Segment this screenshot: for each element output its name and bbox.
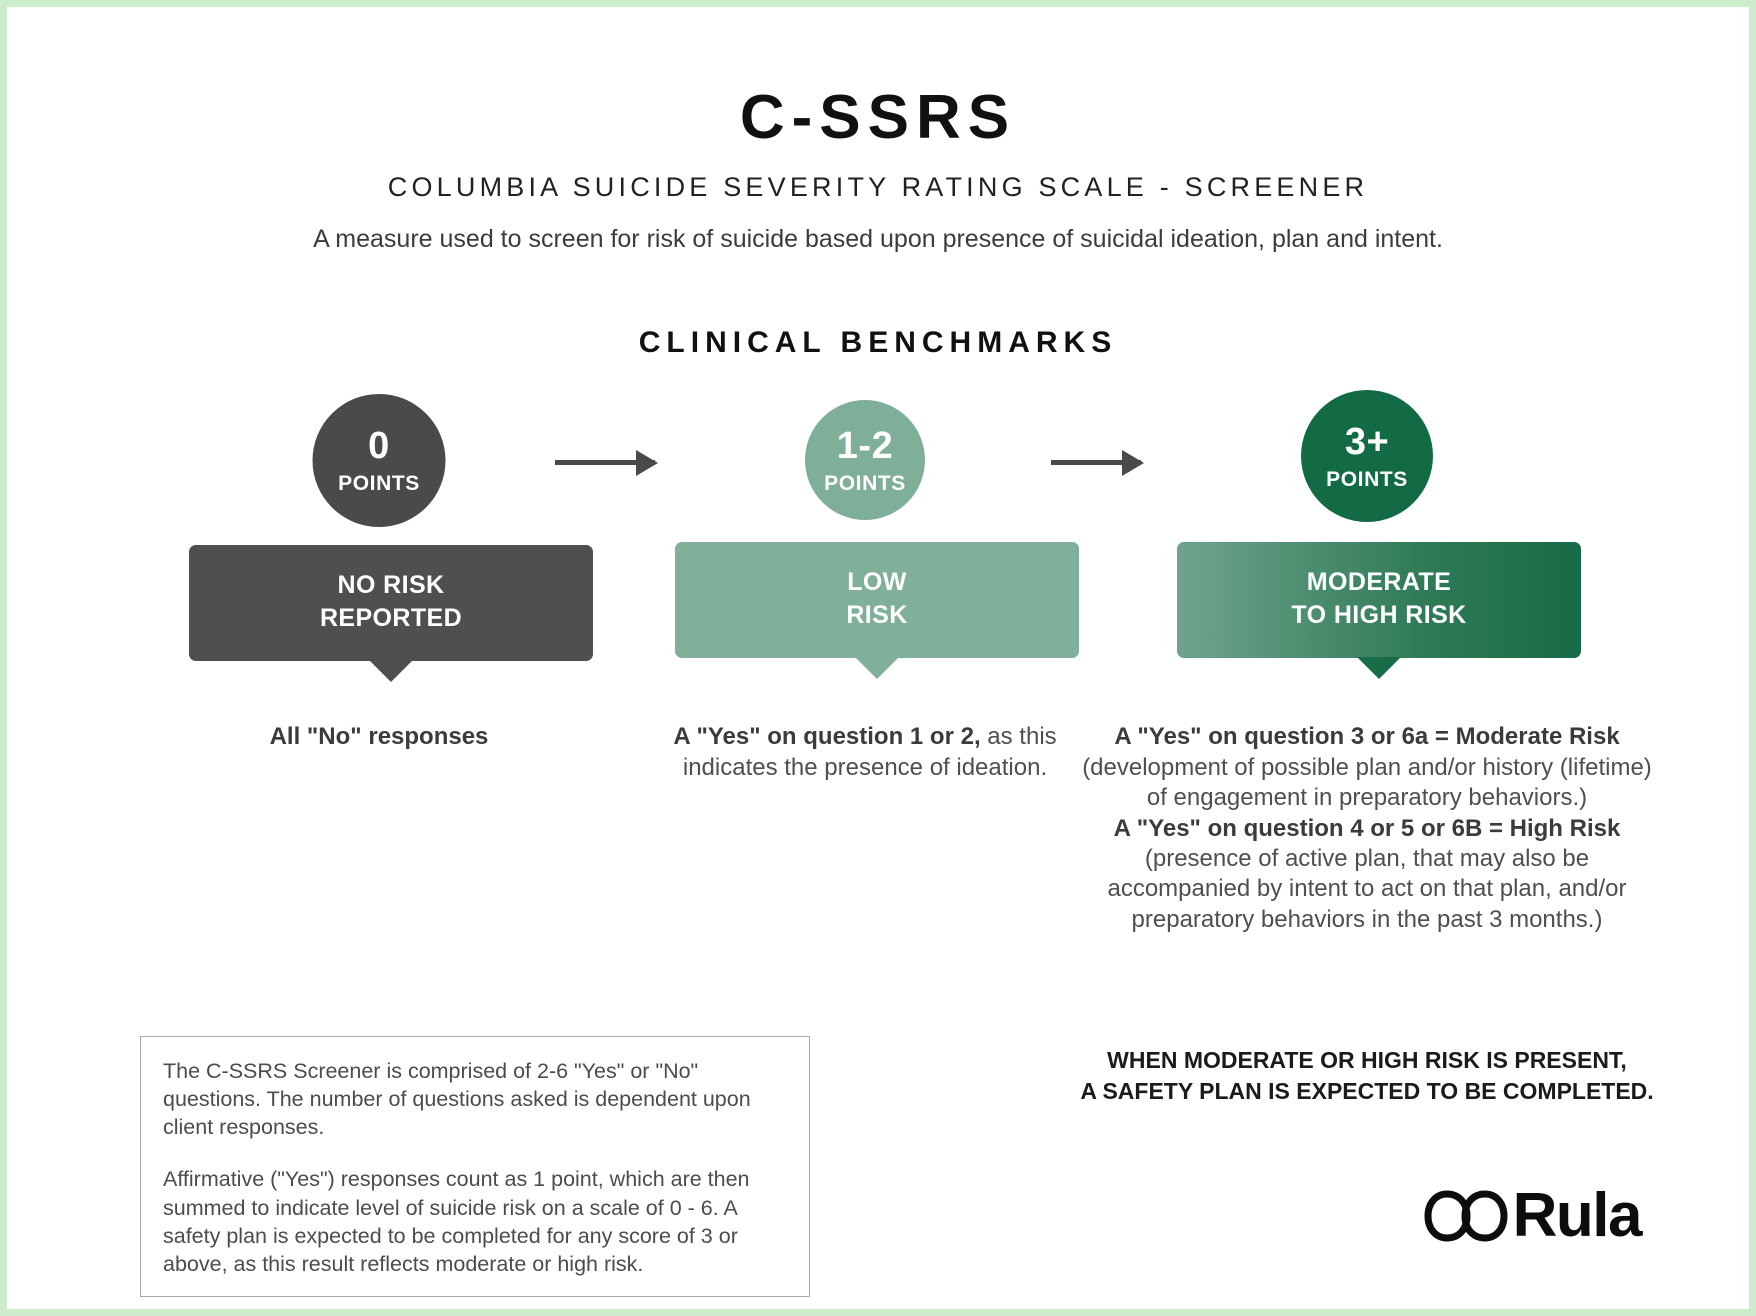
caption-bold-text: All "No" responses — [269, 723, 489, 751]
risk-banner-line-2: RISK — [846, 601, 908, 630]
risk-banner-line-1: MODERATE — [1306, 568, 1452, 597]
points-badge-1: 1-2 POINTS — [805, 400, 925, 521]
info-paragraph-2: Affirmative ("Yes") responses count as 1… — [163, 1167, 750, 1276]
page-title: C-SSRS — [739, 83, 1017, 152]
caption-light-text: as this indicates the presence of ideati… — [682, 723, 1057, 781]
points-value: 0 — [368, 425, 390, 468]
rula-logo-text: Rula — [1512, 1181, 1643, 1250]
caption-bold-text: A "Yes" on question 3 or 6a = Moderate R… — [1114, 723, 1620, 751]
risk-banner-line-1: NO RISK — [337, 571, 445, 600]
banner-tail-icon — [1357, 657, 1401, 680]
captions-row: All "No" responses A "Yes" on question 1… — [7, 722, 1749, 1082]
page-tagline: A measure used to screen for risk of sui… — [313, 225, 1443, 254]
risk-banner-low-risk: LOW RISK — [675, 542, 1079, 680]
benchmarks-row: 0 POINTS 1-2 POINTS 3+ POINTS — [7, 384, 1749, 684]
page-subtitle: COLUMBIA SUICIDE SEVERITY RATING SCALE -… — [387, 172, 1369, 203]
header: C-SSRS COLUMBIA SUICIDE SEVERITY RATING … — [7, 7, 1749, 254]
rula-logo: Rula — [1423, 1181, 1643, 1250]
points-label: POINTS — [1326, 467, 1408, 491]
rula-infinity-icon — [1424, 1190, 1508, 1242]
caption-bold-text-2: A "Yes" on question 4 or 5 or 6B = High … — [1113, 814, 1621, 842]
points-value: 1-2 — [836, 424, 894, 467]
safety-plan-note-line-1: WHEN MODERATE OR HIGH RISK IS PRESENT, — [1107, 1047, 1627, 1073]
caption-no-risk: All "No" responses — [189, 722, 569, 752]
info-box: The C-SSRS Screener is comprised of 2-6 … — [140, 1036, 810, 1298]
points-badge-2: 3+ POINTS — [1301, 390, 1433, 523]
section-heading: CLINICAL BENCHMARKS — [638, 326, 1118, 360]
risk-banner-line-1: LOW — [847, 568, 907, 597]
risk-banner-moderate-high-risk: MODERATE TO HIGH RISK — [1177, 542, 1581, 680]
banner-tail-icon — [855, 657, 899, 680]
benchmark-column-low-risk: 1-2 POINTS — [675, 384, 1055, 529]
points-label: POINTS — [338, 472, 420, 496]
points-badge-0: 0 POINTS — [312, 394, 446, 528]
risk-banner-no-risk: NO RISK REPORTED — [189, 545, 593, 683]
banner-tail-icon — [369, 660, 413, 683]
risk-banner-line-2: TO HIGH RISK — [1291, 601, 1467, 630]
points-label: POINTS — [824, 471, 906, 495]
caption-light-text-2: (presence of active plan, that may also … — [1107, 844, 1627, 933]
benchmark-column-high-risk: 3+ POINTS — [1177, 384, 1557, 529]
circle-row-low-risk: 1-2 POINTS — [675, 384, 1055, 529]
caption-light-text: (development of possible plan and/or his… — [1082, 753, 1652, 812]
circle-row-high-risk: 3+ POINTS — [1177, 384, 1557, 529]
points-value: 3+ — [1344, 420, 1390, 463]
risk-banner-line-2: REPORTED — [319, 604, 463, 633]
benchmark-column-no-risk: 0 POINTS — [189, 384, 569, 529]
arrow-right-icon — [1051, 460, 1141, 466]
info-paragraph-1: The C-SSRS Screener is comprised of 2-6 … — [163, 1059, 751, 1140]
caption-bold-text: A "Yes" on question 1 or 2, — [673, 723, 981, 751]
caption-low-risk: A "Yes" on question 1 or 2, as this indi… — [653, 722, 1077, 783]
arrow-right-icon — [555, 460, 655, 466]
safety-plan-note-line-2: A SAFETY PLAN IS EXPECTED TO BE COMPLETE… — [1080, 1078, 1654, 1105]
caption-moderate-high-risk: A "Yes" on question 3 or 6a = Moderate R… — [1081, 722, 1653, 935]
safety-plan-note: WHEN MODERATE OR HIGH RISK IS PRESENT, A… — [1077, 1045, 1657, 1107]
circle-row-no-risk: 0 POINTS — [189, 384, 569, 529]
